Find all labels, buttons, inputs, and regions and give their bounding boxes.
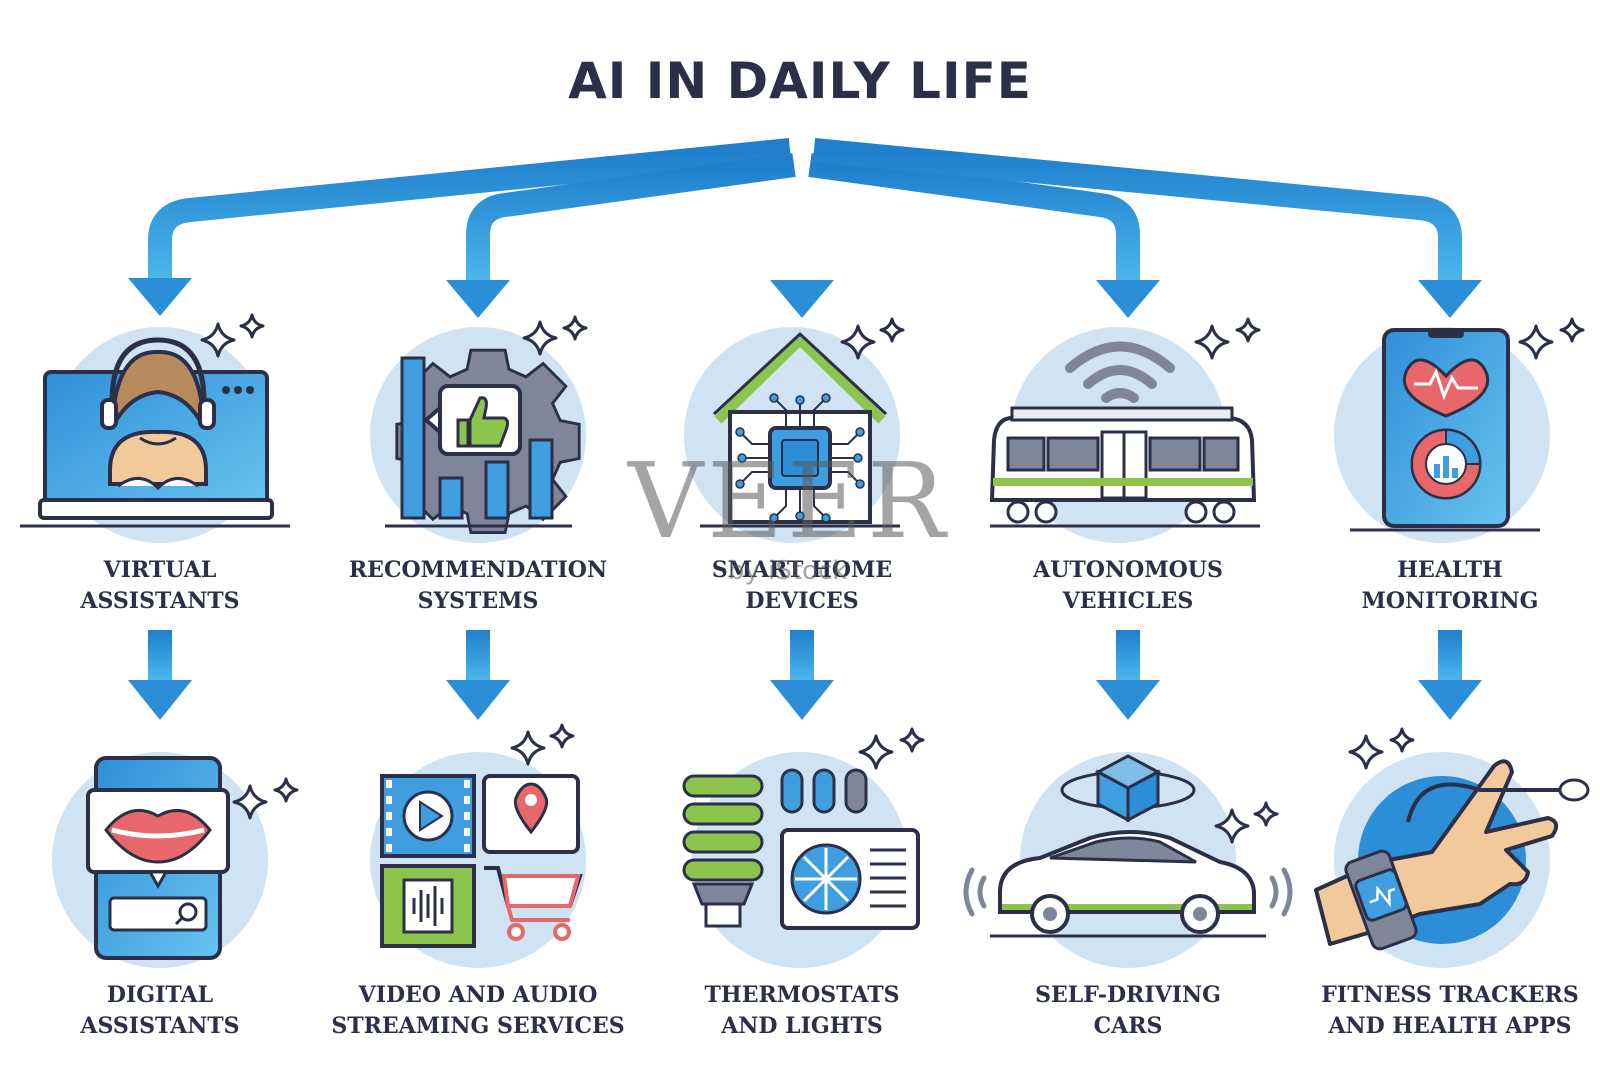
branch-arrow-2	[466, 153, 796, 282]
label-line: AND HEALTH APPS	[1328, 1013, 1572, 1039]
label-line: AUTONOMOUS	[1033, 557, 1223, 583]
talking-phone-icon	[52, 752, 299, 968]
branch-arrow-5	[812, 138, 1462, 282]
branch-arrow-1	[148, 138, 792, 280]
label-line: HEALTH	[1397, 557, 1503, 583]
label-line: CARS	[1093, 1013, 1163, 1039]
label-line: SMART HOME	[711, 557, 893, 583]
label-line: VIDEO AND AUDIO	[358, 982, 598, 1008]
example-label-streaming-services: VIDEO AND AUDIO STREAMING SERVICES	[318, 980, 638, 1042]
label-line: THERMOSTATS	[704, 982, 900, 1008]
label-line: SYSTEMS	[417, 588, 539, 614]
label-line: FITNESS TRACKERS	[1321, 982, 1579, 1008]
category-label-health-monitoring: HEALTH MONITORING	[1290, 555, 1600, 617]
arrow-tree	[148, 126, 1462, 282]
self-driving-car-icon	[963, 752, 1293, 968]
label-line: MONITORING	[1361, 588, 1539, 614]
branch-arrow-4	[808, 153, 1140, 282]
example-label-digital-assistants: DIGITAL ASSISTANTS	[0, 980, 320, 1042]
headset-agent-laptop-icon	[20, 313, 290, 543]
example-label-self-driving-cars: SELF-DRIVING CARS	[968, 980, 1288, 1042]
media-streaming-icon	[370, 723, 586, 968]
page-title: AI IN DAILY LIFE	[568, 52, 1032, 110]
label-line: DIGITAL	[106, 982, 214, 1008]
category-label-recommendation-systems: RECOMMENDATION SYSTEMS	[318, 555, 638, 617]
gear-thumbs-up-chart-icon	[370, 315, 588, 543]
label-line: STREAMING SERVICES	[331, 1013, 625, 1039]
health-phone-icon	[1334, 317, 1585, 543]
label-line: VEHICLES	[1062, 588, 1194, 614]
category-label-virtual-assistants: VIRTUAL ASSISTANTS	[0, 555, 320, 617]
example-label-fitness-trackers: FITNESS TRACKERS AND HEALTH APPS	[1290, 980, 1600, 1042]
example-label-thermostats-and-lights: THERMOSTATS AND LIGHTS	[642, 980, 962, 1042]
connected-train-icon	[989, 317, 1261, 543]
category-label-smart-home-devices: SMART HOME DEVICES	[642, 555, 962, 617]
label-line: AND LIGHTS	[721, 1013, 883, 1039]
label-line: DEVICES	[745, 588, 859, 614]
label-line: ASSISTANTS	[80, 1013, 240, 1039]
category-label-autonomous-vehicles: AUTONOMOUS VEHICLES	[968, 555, 1288, 617]
label-line: SELF-DRIVING	[1035, 982, 1221, 1008]
arrows-middle	[128, 630, 1482, 720]
label-line: RECOMMENDATION	[348, 557, 608, 583]
label-line: VIRTUAL	[103, 557, 217, 583]
label-line: ASSISTANTS	[80, 588, 240, 614]
arrow-heads-top	[128, 278, 1482, 318]
smart-house-chip-icon	[684, 317, 905, 543]
smartwatch-hand-icon	[1314, 727, 1590, 968]
bulb-thermostat-icon	[682, 727, 925, 968]
